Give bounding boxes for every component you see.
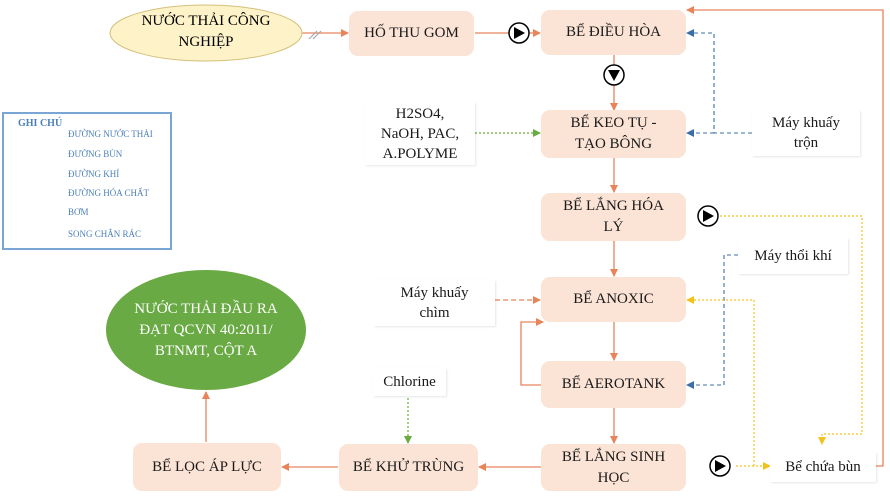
- input-label: NƯỚC THẢI CÔNG NGHIỆP: [141, 13, 271, 50]
- legend-item-pump: BƠM: [68, 207, 89, 217]
- be-aerotank-box: BỂ AEROTANK: [541, 361, 686, 408]
- chlorine-box: Chlorine: [373, 368, 446, 396]
- sludge-lines: [686, 215, 863, 470]
- chemicals-box: H2SO4, NaOH, PAC, A.POLYME: [365, 102, 475, 165]
- pump-icon: [603, 64, 625, 86]
- screen-symbol: [308, 30, 322, 40]
- be-lang-sinh-hoc-box: BỂ LẮNG SINH HỌC: [541, 444, 686, 491]
- legend-item-sludge: ĐƯỜNG BÙN: [68, 149, 123, 159]
- may-khuay-tron-box: Máy khuấy trộn: [752, 110, 860, 156]
- may-thoi-khi-box: Máy thổi khí: [738, 238, 848, 274]
- legend-item-chemical: ĐƯỜNG HÓA CHẤT: [68, 188, 149, 198]
- be-khu-trung-box: BỂ KHỬ TRÙNG: [339, 444, 478, 491]
- legend-item-wastewater: ĐƯỜNG NƯỚC THẢI: [68, 129, 153, 139]
- be-dieu-hoa-box: BỂ ĐIỀU HÒA: [541, 10, 686, 55]
- air-lines: [686, 29, 752, 389]
- ho-thu-gom-box: HỐ THU GOM: [349, 11, 474, 56]
- pump-icon: [709, 455, 731, 477]
- be-anoxic-box: BỂ ANOXIC: [541, 277, 686, 322]
- input-ellipse: [109, 4, 303, 62]
- pump-icon: [508, 22, 530, 44]
- be-keo-tu-box: BỂ KEO TỤ - TẠO BÔNG: [541, 110, 686, 158]
- legend-title: GHI CHÚ: [18, 118, 63, 129]
- chemical-lines: [404, 129, 541, 444]
- be-lang-hoa-ly-box: BỂ LẮNG HÓA LÝ: [541, 193, 686, 241]
- output-ellipse: [106, 270, 306, 390]
- output-label: NƯỚC THẢI ĐẦU RA ĐẠT QCVN 40:2011/ BTNMT…: [134, 301, 278, 359]
- be-chua-bun-box: Bể chứa bùn: [770, 452, 876, 482]
- legend: GHI CHÚ ĐƯỜNG NƯỚC THẢI ĐƯỜNG BÙN ĐƯỜNG …: [2, 112, 172, 250]
- legend-item-screen: SONG CHẮN RÁC: [68, 229, 142, 239]
- may-khuay-chim-box: Máy khuấy chìm: [374, 280, 495, 326]
- legend-item-air: ĐƯỜNG KHÍ: [68, 169, 120, 179]
- be-loc-ap-luc-box: BỂ LỌC ÁP LỰC: [133, 443, 281, 491]
- pump-icon: [697, 205, 719, 227]
